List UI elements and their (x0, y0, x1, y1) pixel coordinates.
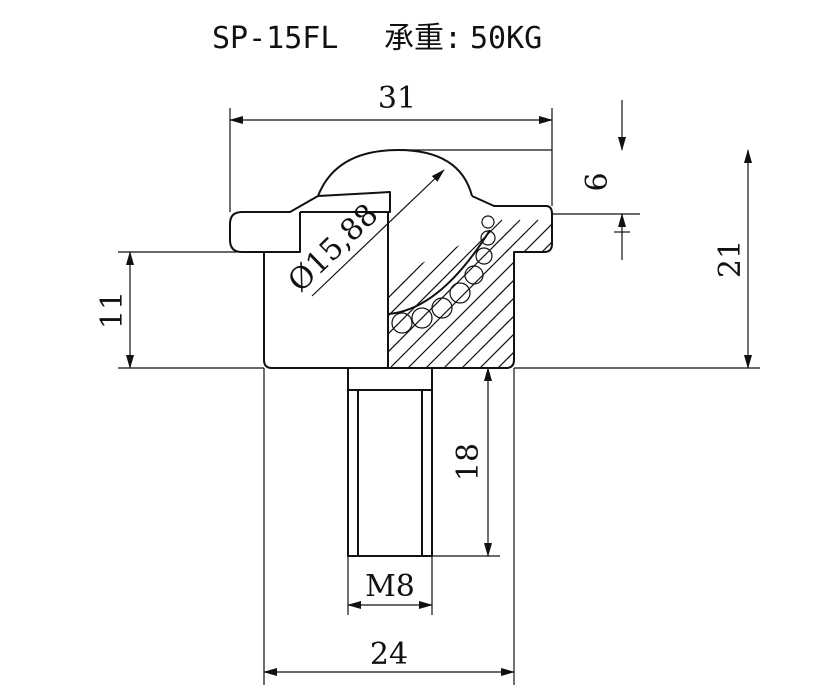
support-ball (411, 307, 433, 329)
dim-label-11: 11 (95, 291, 130, 329)
dim-label-6: 6 (580, 172, 615, 191)
dim-overall-width: 31 (229, 81, 553, 124)
dim-body-width: 24 (263, 637, 515, 676)
title-model: SP-15FL (212, 21, 338, 56)
support-ball (475, 247, 493, 265)
support-ball (480, 230, 496, 246)
title-load-value: 50KG (470, 21, 542, 56)
threaded-stud (347, 368, 433, 557)
title-load-label: 承重: (384, 21, 462, 56)
ball (317, 149, 552, 197)
dim-label-m8: M8 (365, 569, 415, 604)
dim-label-24: 24 (370, 637, 408, 672)
dim-label-18: 18 (451, 443, 486, 481)
dim-stud-length: 18 (451, 367, 492, 557)
support-ball (481, 215, 495, 229)
support-ball (464, 265, 484, 285)
dim-label-21: 21 (713, 240, 748, 278)
support-balls (391, 215, 496, 334)
support-ball (431, 297, 453, 319)
dim-label-31: 31 (378, 81, 416, 116)
hatch-boundary (387, 229, 491, 315)
dim-total-height: 21 (713, 149, 752, 369)
dim-body-height: 11 (95, 251, 134, 369)
housing-body (263, 195, 553, 369)
dim-thread: M8 (347, 569, 433, 609)
support-ball (449, 282, 471, 304)
dim-ball-protrusion: 6 (580, 100, 630, 260)
extension-lines (118, 108, 760, 685)
support-ball (391, 312, 413, 334)
dim-ball-diameter: Ø15,88 (282, 169, 445, 299)
